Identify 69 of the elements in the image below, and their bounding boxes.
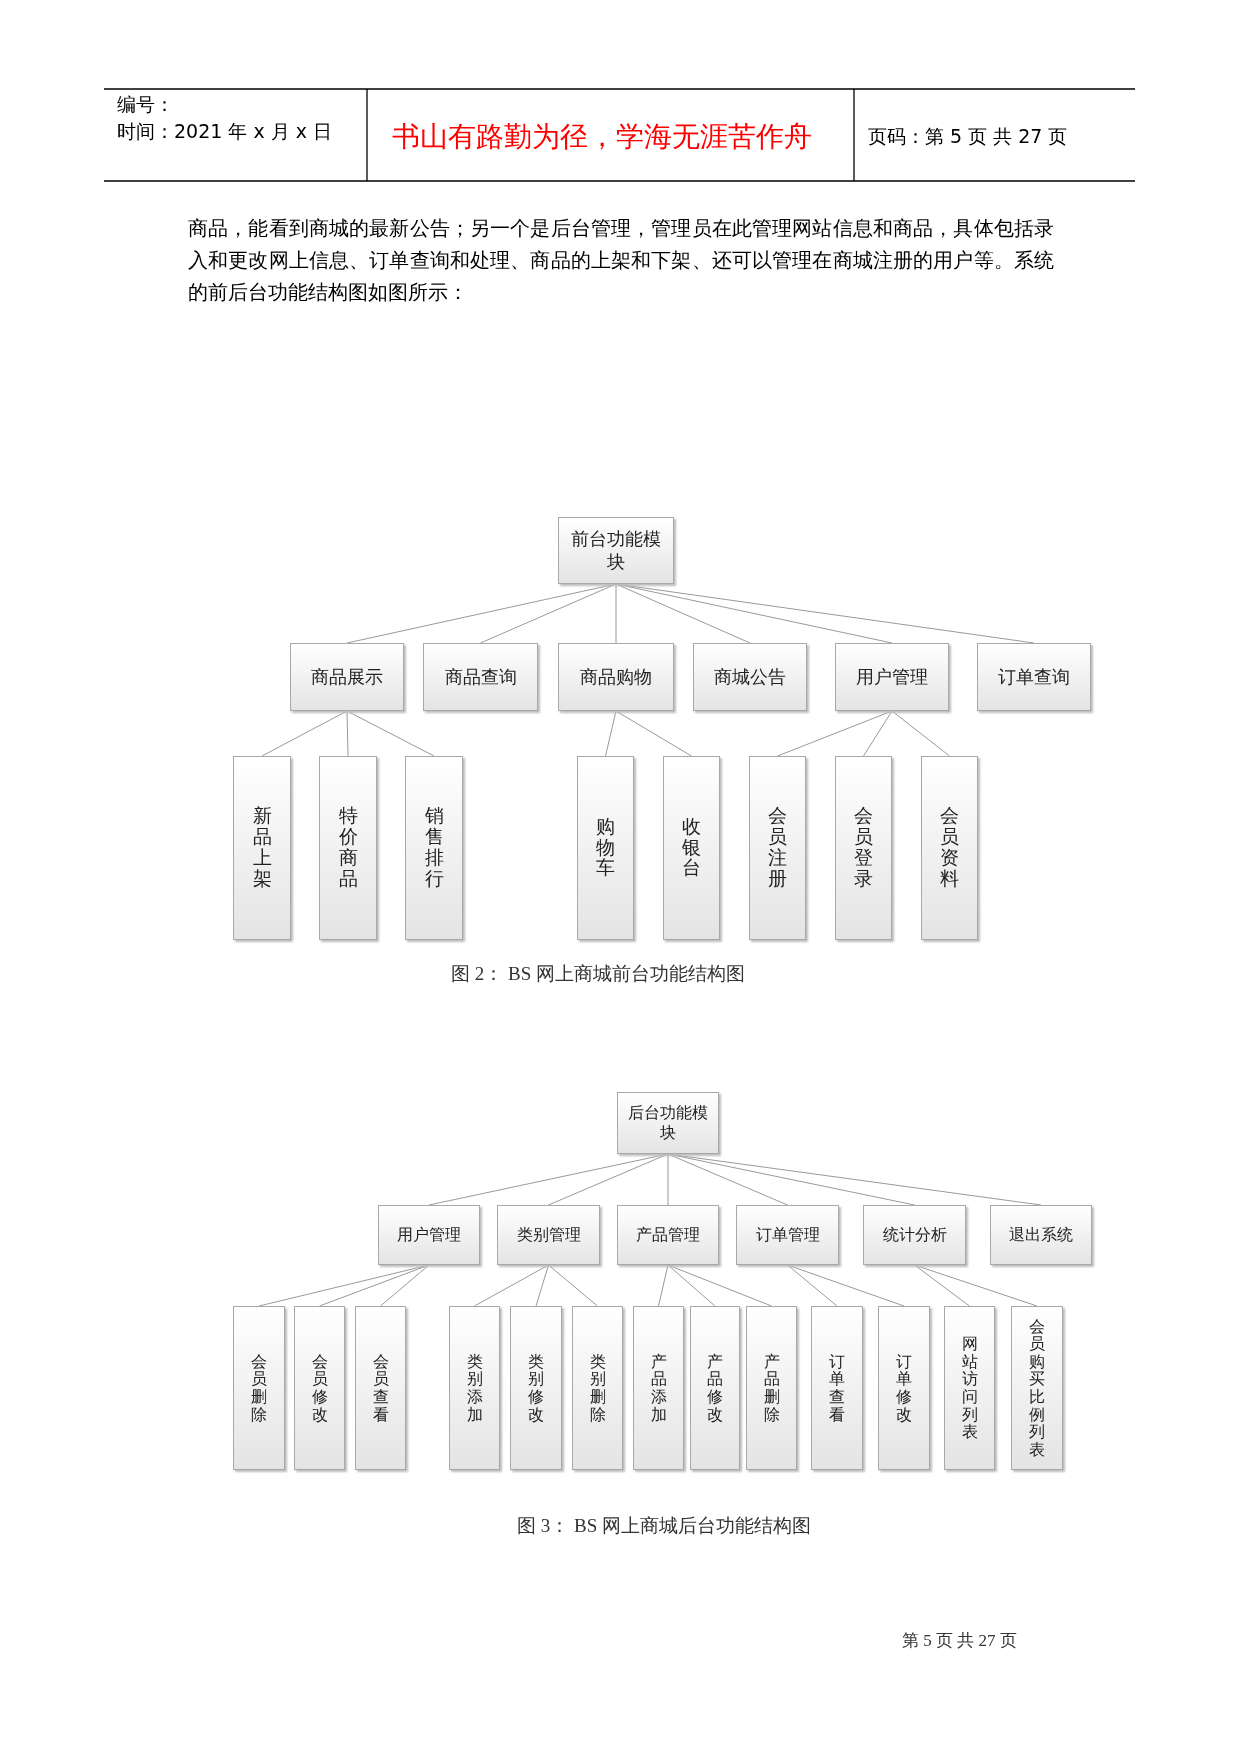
function-box-vertical: 会员修改: [294, 1306, 345, 1470]
figure-caption: 图 2： BS 网上商城前台功能结构图: [451, 962, 745, 986]
function-box-vertical: 会员登录: [835, 756, 892, 940]
function-box-vertical: 新品上架: [233, 756, 291, 940]
connector-line: [535, 1264, 549, 1307]
function-box-vertical: 订单修改: [878, 1306, 930, 1470]
connector-line: [346, 710, 349, 757]
function-box-vertical: 会员删除: [233, 1306, 285, 1470]
function-box: 用户管理: [378, 1205, 480, 1265]
connector-line: [787, 1264, 838, 1307]
function-box-vertical: 销售排行: [405, 756, 463, 940]
function-box-vertical: 订单查看: [811, 1306, 863, 1470]
module-box: 后台功能模块: [617, 1092, 719, 1154]
connector-line: [615, 710, 692, 757]
header-field: 时间：2021 年 x 月 x 日: [117, 119, 333, 145]
function-box: 商品查询: [423, 643, 538, 711]
page-footer: 第 5 页 共 27 页: [902, 1629, 1017, 1652]
connector-line: [914, 1264, 970, 1307]
page-number: 页码：第 5 页 共 27 页: [868, 124, 1068, 149]
function-box-vertical: 特价商品: [319, 756, 377, 940]
connector-line: [914, 1264, 1038, 1307]
function-box-vertical: 类别修改: [510, 1306, 562, 1470]
connector-line: [667, 1264, 716, 1307]
function-box: 商品展示: [290, 643, 404, 711]
function-box-vertical: 购物车: [577, 756, 634, 940]
function-box-vertical: 会员购买比例列表: [1011, 1306, 1063, 1470]
function-box-vertical: 会员资料: [921, 756, 978, 940]
connector-line: [777, 710, 893, 757]
header-field: 编号：: [117, 92, 174, 118]
function-box-vertical: 会员查看: [355, 1306, 406, 1470]
header-motto: 书山有路勤为径，学海无涯苦作舟: [392, 119, 812, 155]
body-paragraph: 商品，能看到商城的最新公告；另一个是后台管理，管理员在此管理网站信息和商品，具体包括录入和更改网上信息、订单查询和处理、商品的上架和下架、还可以管理在商城注册的用户等。系统的前后台功能结构图如图所示：: [188, 217, 1054, 305]
connector-line: [863, 710, 893, 757]
module-box: 前台功能模块: [558, 517, 674, 584]
connector-line: [667, 1153, 788, 1206]
function-box-vertical: 会员注册: [749, 756, 806, 940]
function-box: 商品购物: [558, 643, 674, 711]
function-box: 用户管理: [835, 643, 949, 711]
connector-line: [319, 1264, 430, 1307]
function-box-vertical: 类别删除: [572, 1306, 623, 1470]
connector-line: [548, 1264, 598, 1307]
function-box: 订单查询: [977, 643, 1091, 711]
connector-line: [787, 1264, 905, 1307]
function-box: 商城公告: [693, 643, 807, 711]
connector-line: [667, 1153, 669, 1206]
connector-line: [615, 583, 751, 644]
connector-line: [658, 1264, 669, 1307]
function-box: 退出系统: [990, 1205, 1092, 1265]
connector-line: [548, 1153, 669, 1206]
connector-line: [891, 710, 950, 757]
function-box-vertical: 网站访问列表: [944, 1306, 995, 1470]
function-box-vertical: 产品修改: [690, 1306, 740, 1470]
function-box-vertical: 产品删除: [746, 1306, 797, 1470]
function-box: 产品管理: [617, 1205, 719, 1265]
connector-line: [474, 1264, 549, 1307]
function-box-vertical: 收银台: [663, 756, 720, 940]
connector-line: [667, 1264, 772, 1307]
connector-line: [605, 710, 617, 757]
function-box: 订单管理: [736, 1205, 839, 1265]
figure-caption: 图 3： BS 网上商城后台功能结构图: [517, 1514, 811, 1538]
connector-line: [380, 1264, 430, 1307]
function-box: 类别管理: [497, 1205, 600, 1265]
function-box: 统计分析: [863, 1205, 966, 1265]
function-box-vertical: 类别添加: [449, 1306, 500, 1470]
connector-line: [346, 710, 435, 757]
function-box-vertical: 产品添加: [633, 1306, 684, 1470]
connector-line: [261, 710, 348, 757]
connector-line: [480, 583, 617, 644]
connector-line: [615, 583, 617, 644]
